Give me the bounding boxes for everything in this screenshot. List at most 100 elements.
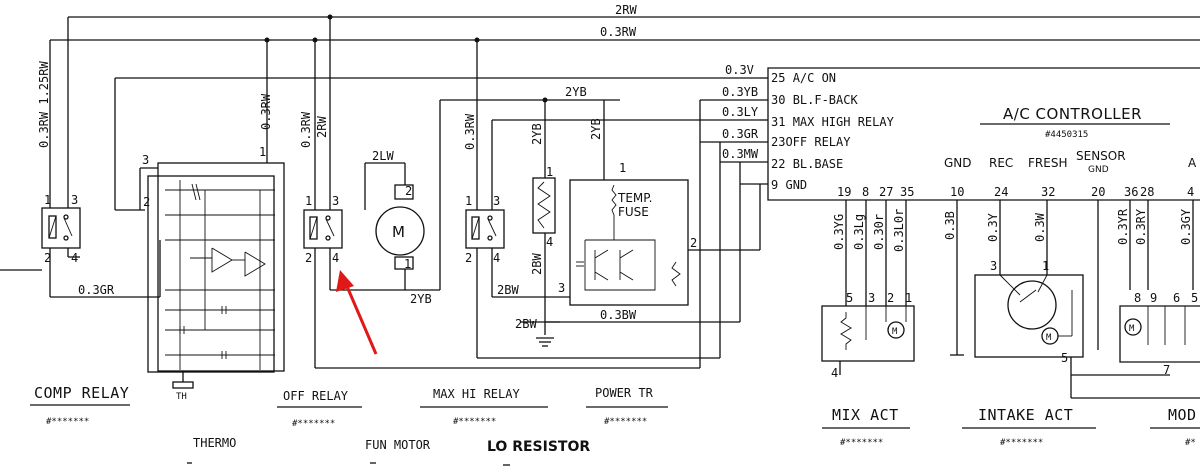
- bot-label-03gy: 0.3GY: [1179, 208, 1193, 245]
- controller-a-label: A: [1188, 156, 1197, 170]
- intake-act-pin-7: 7: [1163, 363, 1170, 377]
- max-hi-relay-pin-3: 3: [493, 194, 500, 208]
- wire-label-03bw: 0.3BW: [600, 308, 637, 322]
- annotation-arrow-head: [336, 270, 354, 292]
- controller-pin-9: 9 GND: [771, 178, 807, 192]
- intake-act-motor-symbol: M: [1046, 333, 1052, 343]
- controller-gnd-label: GND: [944, 156, 972, 170]
- controller-pin-31: 31 MAX HIGH RELAY: [771, 115, 895, 129]
- lo-resistor-pin-1: 1: [546, 165, 553, 179]
- controller-pin-25: 25 A/C ON: [771, 71, 836, 85]
- wire-label-03rw-c: 0.3RW: [463, 113, 477, 150]
- mix-act-label: MIX ACT: [832, 406, 899, 424]
- controller-rec-label: REC: [989, 156, 1013, 170]
- max-hi-relay-pin-2: 2: [465, 251, 472, 265]
- power-tr: 2YB 1 TEMP. FUSE 2 3 0.3BW POWER TR #***…: [545, 100, 760, 427]
- intake-act: 3 1 5 M 7 INTAKE ACT #*******: [962, 259, 1200, 448]
- controller-sensor-label: SENSOR: [1076, 149, 1126, 163]
- mode-act-part-no: #*: [1185, 438, 1196, 448]
- thermo-pin-1: 1: [259, 145, 266, 159]
- power-tr-part-no: #*******: [604, 417, 647, 427]
- lo-resistor: 2YB 1 4 2BW 2BW LO RESISTOR: [487, 97, 590, 466]
- controller-fresh-label: FRESH: [1028, 156, 1067, 170]
- power-tr-pin-2: 2: [690, 236, 697, 250]
- thermo: 3 1 2 TH THERMO: [114, 77, 760, 464]
- comp-relay-pin-4: 4: [71, 251, 78, 265]
- wire-label-03rw-b: 0.3RW: [299, 111, 313, 148]
- controller-bottom-wires: 0.3YG 0.3Lg 0.30r 0.3L0r 0.3B 0.3Y 0.3W …: [832, 200, 1194, 356]
- mode-act-pin-6: 6: [1173, 291, 1180, 305]
- wire-label-top-03rw: 0.3RW: [600, 25, 637, 39]
- intake-act-pin-5: 5: [1061, 351, 1068, 365]
- bot-label-030r: 0.30r: [872, 214, 886, 250]
- controller-bpin-8: 8: [862, 185, 869, 199]
- intake-act-pin-1: 1: [1042, 259, 1049, 273]
- thermo-pin-2: 2: [143, 195, 150, 209]
- controller-part-no: #4450315: [1045, 130, 1088, 140]
- conn-label-03ly: 0.3LY: [722, 105, 759, 119]
- bot-label-03yr: 0.3YR: [1116, 208, 1130, 245]
- controller-bpin-36: 36: [1124, 185, 1138, 199]
- mix-act-pin-5: 5: [846, 291, 853, 305]
- wire-label-2rw: 2RW: [315, 116, 329, 138]
- comp-relay-pin-1: 1: [44, 193, 51, 207]
- comp-relay-label: COMP RELAY: [34, 384, 129, 402]
- mix-act-part-no: #*******: [840, 438, 883, 448]
- bot-label-03y: 0.3Y: [986, 212, 1000, 242]
- controller-bpin-28: 28: [1140, 185, 1154, 199]
- wire-label-03rw-125rw: 0.3RW 1.25RW: [37, 61, 51, 148]
- conn-label-03yb: 0.3YB: [722, 85, 758, 99]
- max-hi-relay-part-no: #*******: [453, 417, 496, 427]
- off-relay-pin-4: 4: [332, 251, 339, 265]
- thermo-th-label: TH: [176, 392, 187, 402]
- intake-act-part-no: #*******: [1000, 438, 1043, 448]
- off-relay: 1 3 2 4 OFF RELAY #*******: [277, 194, 700, 429]
- wire-label-top-2rw: 2RW: [615, 3, 637, 17]
- annotation-arrow: [336, 270, 378, 355]
- mode-act-pin-5: 5: [1191, 291, 1198, 305]
- fun-motor-symbol: M: [392, 223, 405, 241]
- thermo-label: THERMO: [193, 436, 236, 450]
- off-relay-part-no: #*******: [292, 419, 335, 429]
- bot-label-03b: 0.3B: [943, 211, 957, 240]
- off-relay-label: OFF RELAY: [283, 389, 349, 403]
- fun-motor-pin-2: 2: [405, 184, 412, 198]
- controller-bpin-4: 4: [1187, 185, 1194, 199]
- controller-pin-23: 23OFF RELAY: [771, 135, 851, 149]
- max-hi-relay-pin-4: 4: [493, 251, 500, 265]
- max-hi-relay-label: MAX HI RELAY: [433, 387, 520, 401]
- thermo-pin-3: 3: [142, 153, 149, 167]
- mix-act: 5 3 2 1 4 M MIX ACT #*******: [821, 291, 915, 448]
- mode-act-pin-8: 8: [1134, 291, 1141, 305]
- wire-label-2yb-right: 2YB: [589, 118, 603, 140]
- controller-pin-30: 30 BL.F-BACK: [771, 93, 858, 107]
- controller-bpin-27: 27: [879, 185, 893, 199]
- controller-bpin-32: 32: [1041, 185, 1055, 199]
- temp-fuse-label-line1: TEMP.: [617, 191, 652, 205]
- conn-label-03gr: 0.3GR: [722, 127, 759, 141]
- mix-act-pin-4: 4: [831, 366, 838, 380]
- vertical-wire-labels: 0.3RW 1.25RW 0.3RW 0.3RW 2RW 0.3RW: [37, 61, 477, 150]
- controller-bpin-35: 35: [900, 185, 914, 199]
- mix-act-motor-symbol: M: [892, 327, 898, 337]
- wire-label-2yb-bottom: 2YB: [410, 292, 432, 306]
- controller-connector-wires: 0.3V 0.3YB 0.3LY 0.3GR 0.3MW: [699, 63, 768, 368]
- controller-sensor-gnd-label: GND: [1088, 165, 1109, 175]
- max-hi-relay: 1 3 2 4 2BW MAX HI RELAY #*******: [420, 119, 760, 427]
- bot-label-03yg: 0.3YG: [832, 214, 846, 250]
- ac-controller: 25 A/C ON 30 BL.F-BACK 31 MAX HIGH RELAY…: [767, 67, 1200, 201]
- fun-motor-label: FUN MOTOR: [365, 438, 431, 452]
- conn-label-03v: 0.3V: [725, 63, 754, 77]
- controller-bpin-10: 10: [950, 185, 964, 199]
- mix-act-pin-3: 3: [868, 291, 875, 305]
- fun-motor: 2LW M 2 1 2YB 2YB FUN MOTOR: [364, 85, 620, 464]
- controller-bpin-20: 20: [1091, 185, 1105, 199]
- annotation-arrow-shaft: [344, 283, 378, 355]
- off-relay-pin-1: 1: [305, 194, 312, 208]
- controller-pin-22: 22 BL.BASE: [771, 157, 843, 171]
- comp-relay-part-no: #*******: [46, 417, 89, 427]
- bot-label-03lor: 0.3L0r: [892, 209, 906, 252]
- lo-resistor-label: LO RESISTOR: [487, 439, 590, 455]
- comp-relay: 1 3 2 4 0.3GR COMP RELAY #*******: [0, 193, 161, 427]
